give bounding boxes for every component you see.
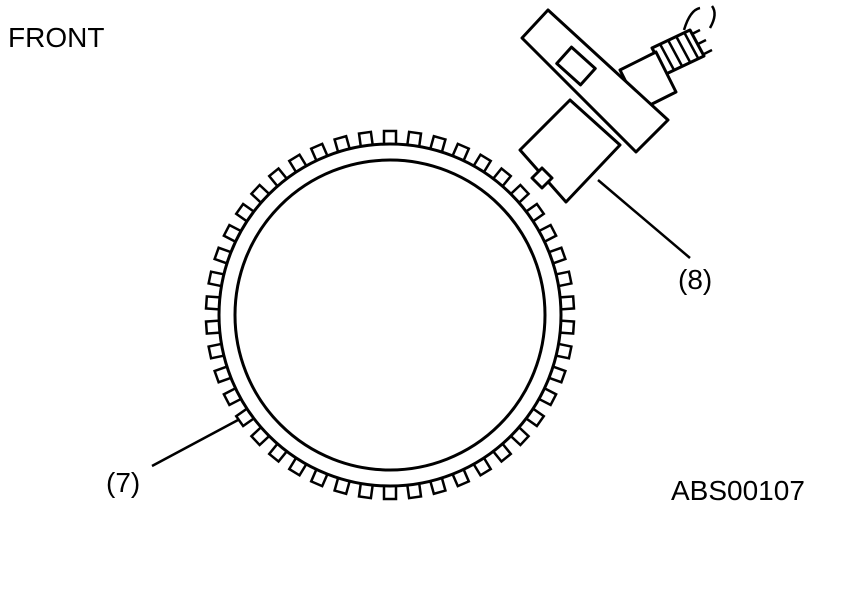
- abs-sensor: [518, 5, 716, 204]
- tone-wheel-callout: (7): [106, 467, 140, 498]
- sensor-callout: (8): [678, 264, 712, 295]
- tone-wheel-inner-ring: [233, 158, 547, 472]
- sensor-bolt-hole: [555, 45, 597, 87]
- figure-code: ABS00107: [671, 475, 805, 506]
- sensor-tip: [530, 166, 554, 190]
- front-label: FRONT: [8, 22, 104, 53]
- tone-wheel-leader-line: [151, 418, 239, 468]
- tone-wheel: [204, 129, 576, 501]
- sensor-bracket: [520, 8, 670, 154]
- sensor-leader-line: [597, 179, 691, 259]
